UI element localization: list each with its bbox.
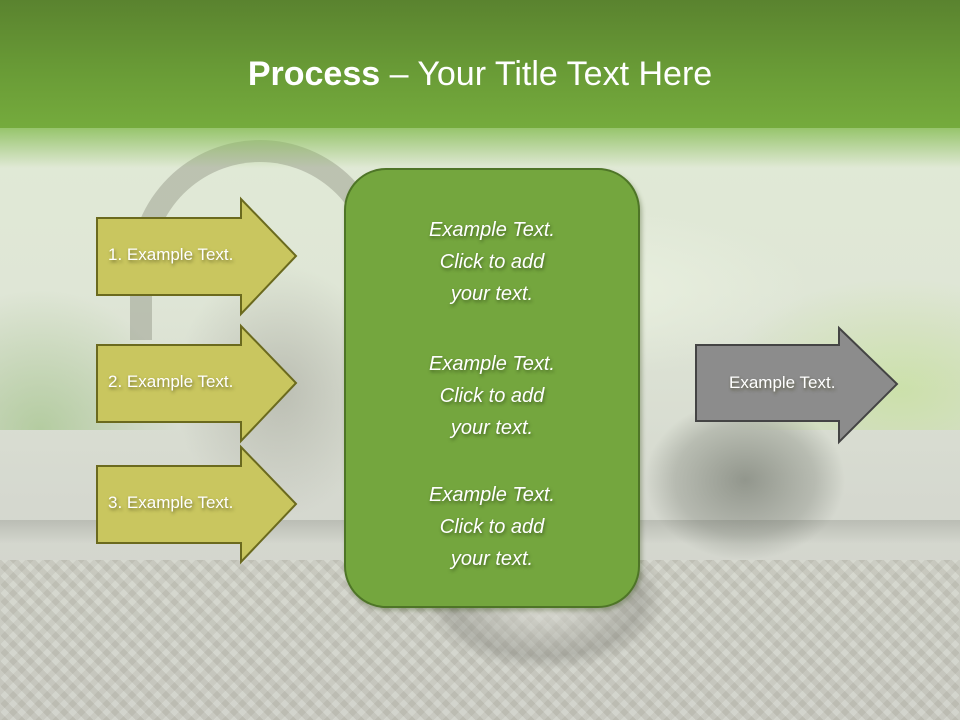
- title-bar: [0, 0, 960, 128]
- right-arrow-shape-icon: [96, 323, 298, 444]
- process-text-line: Click to add: [439, 516, 545, 538]
- process-text-line: Click to add: [439, 251, 545, 273]
- input-arrow-3[interactable]: 3. Example Text.: [96, 444, 298, 565]
- right-arrow-shape-icon: [695, 325, 899, 445]
- title-bar-fade: [0, 128, 960, 168]
- slide-title-bold: Process: [247, 55, 381, 93]
- process-text-line: your text.: [450, 417, 534, 439]
- process-text-line: Example Text.: [429, 484, 555, 506]
- input-arrow-label: 3. Example Text.: [108, 493, 234, 512]
- input-arrow-1[interactable]: 1. Example Text.: [96, 196, 298, 317]
- process-text-line: Example Text.: [429, 353, 555, 375]
- input-arrow-label: 2. Example Text.: [108, 372, 234, 391]
- process-text-block-3[interactable]: Example Text. Click to add your text.: [346, 479, 638, 575]
- process-text-line: your text.: [450, 548, 534, 570]
- slide-title-rest: – Your Title Text Here: [380, 55, 713, 93]
- right-arrow-shape-icon: [96, 196, 298, 317]
- output-arrow[interactable]: Example Text.: [695, 325, 899, 445]
- process-text-line: your text.: [450, 283, 534, 305]
- process-text-line: Example Text.: [429, 219, 555, 241]
- right-arrow-shape-icon: [96, 444, 298, 565]
- process-text-block-1[interactable]: Example Text. Click to add your text.: [346, 214, 638, 310]
- slide-title[interactable]: Process – Your Title Text Here: [0, 52, 960, 96]
- process-box[interactable]: Example Text. Click to add your text. Ex…: [344, 168, 640, 608]
- input-arrow-label: 1. Example Text.: [108, 245, 234, 264]
- process-text-line: Click to add: [439, 385, 545, 407]
- process-text-block-2[interactable]: Example Text. Click to add your text.: [346, 348, 638, 444]
- input-arrow-2[interactable]: 2. Example Text.: [96, 323, 298, 444]
- output-arrow-label: Example Text.: [729, 373, 836, 392]
